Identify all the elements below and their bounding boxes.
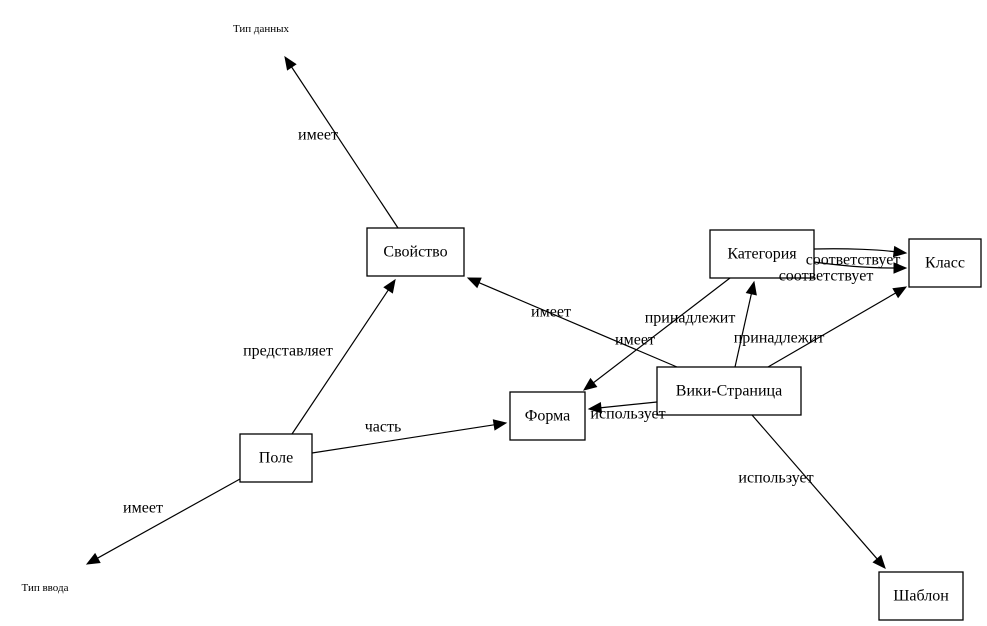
node-label: Класс xyxy=(925,255,965,272)
node-label: Вики-Страница xyxy=(676,383,782,400)
edge-label: соответствует xyxy=(806,252,901,269)
edge-label: соответствует xyxy=(779,268,874,285)
arrowhead-icon xyxy=(587,402,603,414)
node-label: Форма xyxy=(525,408,571,425)
node-label: Тип данных xyxy=(233,23,290,35)
edge-line xyxy=(767,292,896,368)
edge-label: имеет xyxy=(531,304,571,321)
node-wikipage[interactable]: Вики-Страница xyxy=(656,366,802,416)
node-label: Шаблон xyxy=(893,588,949,605)
node-label: Свойство xyxy=(383,244,447,261)
edge-line xyxy=(734,293,752,368)
node-box[interactable] xyxy=(709,229,815,279)
edge-wikipage-to-class xyxy=(767,286,908,368)
node-box[interactable] xyxy=(656,366,802,416)
edges-layer xyxy=(85,55,908,569)
edge-line xyxy=(311,424,495,454)
arrowhead-icon xyxy=(582,377,598,391)
edge-category-to-class xyxy=(813,261,908,274)
arrowhead-icon xyxy=(492,419,508,431)
edge-label: часть xyxy=(365,419,402,436)
node-category[interactable]: Категория xyxy=(709,229,815,279)
node-box[interactable] xyxy=(908,238,982,288)
arrowhead-icon xyxy=(383,278,396,294)
arrowhead-icon xyxy=(893,262,908,274)
node-class[interactable]: Класс xyxy=(908,238,982,288)
edge-label: имеет xyxy=(123,500,163,517)
node-field[interactable]: Поле xyxy=(239,433,313,483)
node-template[interactable]: Шаблон xyxy=(878,571,964,621)
node-label: Категория xyxy=(727,246,797,263)
edge-field-to-inputtype xyxy=(85,478,241,565)
node-box[interactable] xyxy=(509,391,586,441)
arrowhead-icon xyxy=(892,286,908,299)
node-box[interactable] xyxy=(239,433,313,483)
edge-line xyxy=(593,277,731,384)
edge-wikipage-to-form xyxy=(587,401,658,414)
node-box[interactable] xyxy=(366,227,465,277)
edge-category-to-form xyxy=(582,277,731,391)
edge-label: имеет xyxy=(298,127,338,144)
edge-label: принадлежит xyxy=(645,310,736,327)
edge-line xyxy=(751,414,878,560)
arrowhead-icon xyxy=(85,552,101,565)
edge-wikipage-to-template xyxy=(751,414,886,569)
edge-line xyxy=(97,478,241,559)
node-box[interactable] xyxy=(878,571,964,621)
edge-category-to-class xyxy=(813,245,908,258)
edge-field-to-property xyxy=(291,278,396,435)
arrowhead-icon xyxy=(872,554,886,569)
arrowhead-icon xyxy=(466,277,482,289)
edge-field-to-form xyxy=(311,419,508,454)
edge-line xyxy=(291,289,389,435)
node-label: Поле xyxy=(259,450,293,467)
edge-label: имеет xyxy=(615,332,655,349)
node-inputtype[interactable]: Тип ввода xyxy=(22,582,69,594)
edge-line xyxy=(600,401,658,409)
edge-label: принадлежит xyxy=(734,330,825,347)
edge-label: использует xyxy=(738,470,813,487)
edge-wikipage-to-property xyxy=(466,277,678,368)
edge-label: представляет xyxy=(243,343,333,360)
arrowhead-icon xyxy=(892,245,908,258)
edge-property-to-datatype xyxy=(284,55,399,229)
edge-line xyxy=(478,282,678,368)
edge-line xyxy=(291,66,399,229)
node-label: Тип ввода xyxy=(22,582,69,594)
edge-line xyxy=(813,261,895,269)
arrowhead-icon xyxy=(284,55,297,71)
edge-line xyxy=(813,248,895,253)
arrowhead-icon xyxy=(745,280,757,296)
edge-labels-layer: имеет представляет часть имеет имеет имеет соо… xyxy=(123,127,900,517)
edge-wikipage-to-category xyxy=(734,280,757,368)
edge-label: использует xyxy=(590,406,665,423)
node-property[interactable]: Свойство xyxy=(366,227,465,277)
node-datatype[interactable]: Тип данных xyxy=(233,23,290,35)
node-form[interactable]: Форма xyxy=(509,391,586,441)
